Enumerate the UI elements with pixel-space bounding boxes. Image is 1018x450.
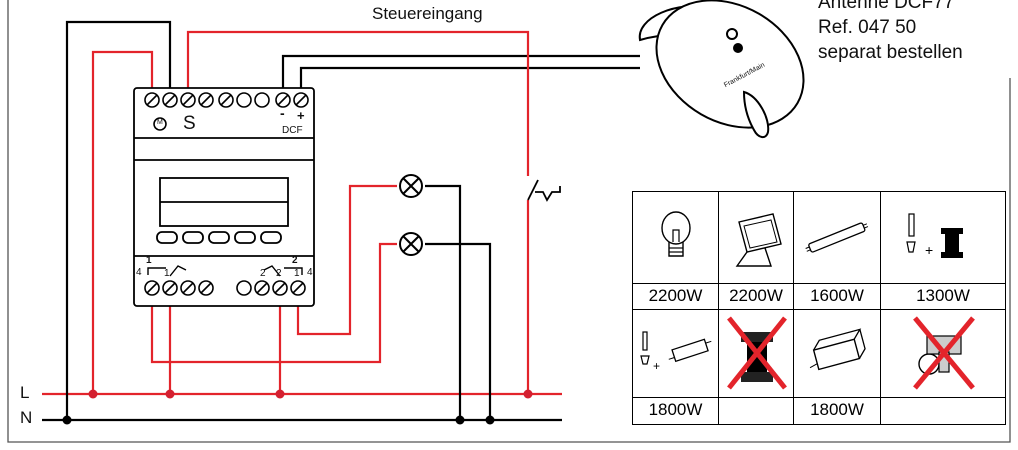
cell-electronic-trafo: + [633, 310, 719, 398]
svg-text:+: + [653, 359, 660, 373]
halogen-floodlight-icon [735, 213, 782, 267]
watt-cell-7: 1800W [794, 398, 881, 424]
phase-wires [91, 30, 530, 394]
halogen-with-electronic-transformer-icon: + [640, 331, 712, 373]
crossed-out-motor-drill-icon [913, 316, 975, 390]
electronic-ballast-icon [809, 328, 866, 371]
watt-value: 1300W [916, 286, 970, 305]
channel-1-label: 1 [146, 255, 152, 266]
antenna-dcf77 [638, 0, 805, 138]
device-buttons [156, 231, 282, 244]
watt-cell-2: 2200W [719, 284, 794, 310]
svg-text:+: + [925, 242, 933, 258]
motor-label: M [157, 119, 163, 126]
load-table: + 2200W 2200W 1600W 1300W + [632, 191, 1006, 425]
top-terminals [144, 92, 309, 131]
neutral-wires [65, 20, 640, 420]
frame-border [7, 0, 1011, 443]
timer-device [133, 87, 315, 307]
cell-floodlight [719, 192, 794, 284]
cell-wound-trafo [719, 310, 794, 398]
control-input-label: Steuereingang [372, 4, 483, 23]
pin-4-right: 4 [307, 267, 313, 278]
pin-4-left: 4 [136, 267, 142, 278]
pin-2-left: 2 [260, 268, 266, 279]
watt-cell-8 [881, 398, 1005, 424]
terminal-s-label: S [183, 113, 196, 134]
watt-cell-5: 1800W [633, 398, 719, 424]
antenna-label-line3: separat bestellen [818, 42, 963, 63]
watt-value: 2200W [729, 286, 783, 305]
crossed-out-wound-transformer-icon [727, 316, 787, 390]
watt-value: 1800W [648, 400, 703, 419]
cell-incandescent [633, 192, 719, 284]
watt-value: 1600W [810, 286, 864, 305]
watt-value: 2200W [648, 286, 703, 305]
watt-cell-6 [719, 398, 794, 424]
lamp-2 [399, 232, 423, 256]
incandescent-bulb-icon [661, 211, 691, 257]
low-voltage-halogen-with-transformer-icon: + [906, 213, 963, 258]
bottom-terminals [144, 280, 306, 296]
lamp-1 [399, 174, 423, 198]
junction-nodes [62, 389, 533, 425]
antenna-label-line2: Ref. 047 50 [818, 17, 917, 38]
pin-2-right: 2 [276, 268, 282, 279]
cell-fluorescent [794, 192, 881, 284]
watt-value: 1800W [810, 400, 864, 419]
watt-cell-4: 1300W [881, 284, 1005, 310]
cell-ballast [794, 310, 881, 398]
control-switch [527, 179, 561, 202]
fluorescent-tube-icon [805, 222, 869, 253]
minus-label: - [280, 105, 285, 121]
pin-1-left: 1 [164, 268, 170, 279]
channel-2-label: 2 [292, 255, 298, 266]
cell-lv-halogen: + [881, 192, 1005, 284]
terminal-dcf-label: DCF [282, 125, 303, 136]
cell-motor [881, 310, 1005, 398]
antenna-label-line1: Antenne DCF77 [818, 0, 955, 13]
rail-n-label: N [20, 408, 33, 427]
plus-label: + [297, 108, 305, 123]
relay-contacts [147, 265, 303, 277]
rail-l-label: L [20, 383, 30, 402]
watt-cell-1: 2200W [633, 284, 719, 310]
pin-1-right: 1 [294, 268, 300, 279]
watt-cell-3: 1600W [794, 284, 881, 310]
